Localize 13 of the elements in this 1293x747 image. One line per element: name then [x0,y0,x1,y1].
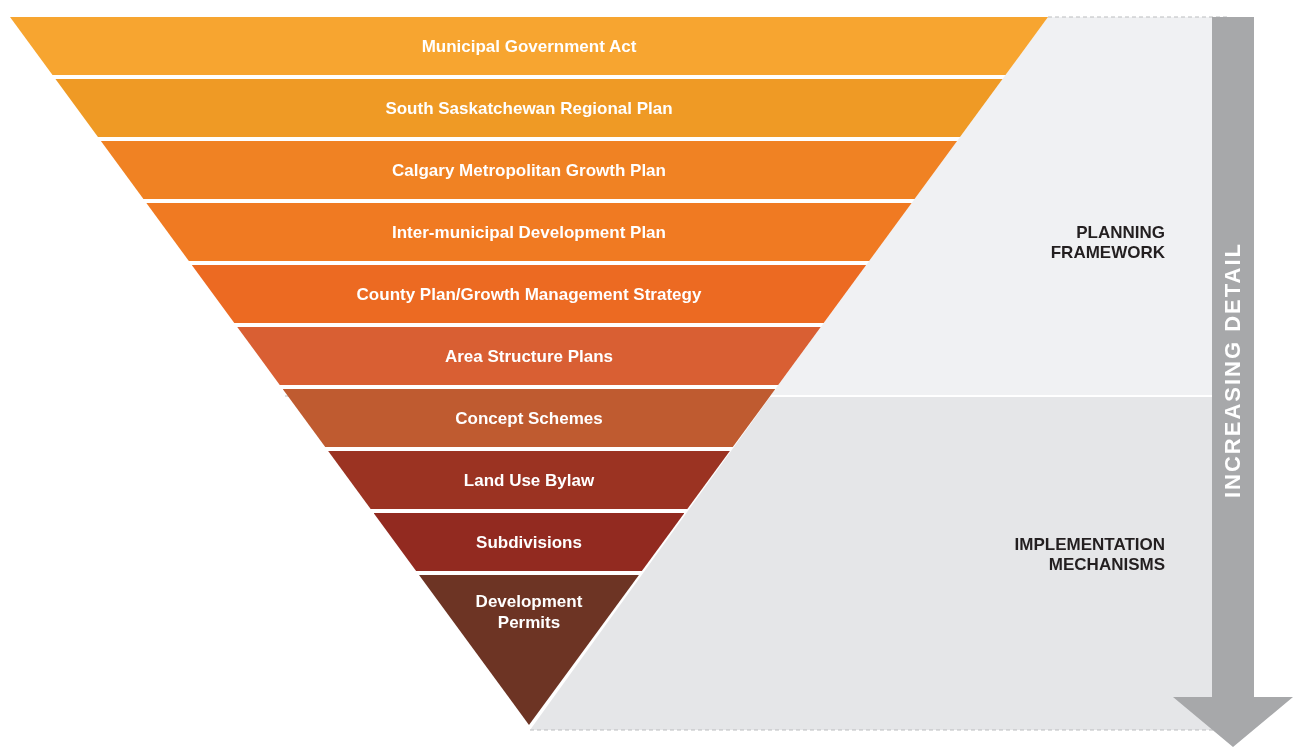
panel-label: PLANNING FRAMEWORK [1025,223,1165,263]
band-label: Land Use Bylaw [463,469,595,491]
panel-label: IMPLEMENTATION MECHANISMS [945,535,1165,575]
band-label: Inter-municipal Development Plan [392,221,666,243]
band-label: County Plan/Growth Management Strategy [356,283,702,305]
band-label: Subdivisions [476,531,582,553]
band-label: Development Permits [474,591,584,633]
band-label: Concept Schemes [455,407,603,429]
band-label: Municipal Government Act [421,35,637,57]
band-label: South Saskatchewan Regional Plan [385,97,673,119]
band-label: Area Structure Plans [444,345,614,367]
band-label: Calgary Metropolitan Growth Plan [392,159,666,181]
arrow-label: INCREASING DETAIL [1220,242,1246,498]
